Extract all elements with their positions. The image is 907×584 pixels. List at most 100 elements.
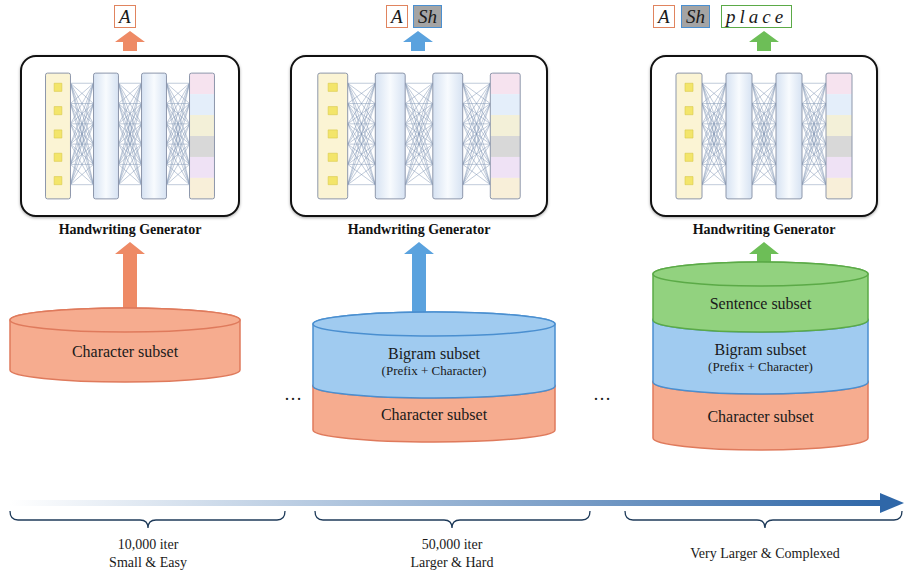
network-link [118, 104, 141, 185]
dataset-cylinder: Bigram subset(Prefix + Character) [313, 312, 555, 398]
network-link [405, 83, 433, 103]
network-link [166, 104, 189, 185]
network-link [70, 83, 93, 103]
network-link [802, 104, 826, 185]
network-link [802, 124, 826, 185]
input-unit [685, 107, 693, 115]
layer-stripe [826, 178, 852, 199]
stage-brace [315, 511, 590, 528]
cylinder-body [653, 308, 868, 394]
network-links [702, 83, 826, 184]
network-link [348, 83, 376, 184]
cylinder-text: Character subset [317, 398, 551, 430]
network-link [166, 83, 189, 84]
input-unit [328, 177, 337, 185]
network-link [463, 164, 491, 184]
network-link [405, 83, 433, 184]
network-link [802, 83, 826, 103]
layer-stripe [826, 94, 852, 115]
ellipsis-mark: … [284, 386, 302, 403]
network-link [348, 83, 376, 164]
subset-name: Bigram subset [388, 344, 480, 363]
network-link [405, 83, 433, 184]
network-link [348, 83, 376, 184]
network-link [802, 83, 826, 184]
network-link [702, 83, 726, 103]
cylinder-body [10, 308, 240, 382]
input-unit [54, 83, 62, 91]
cylinder-top [653, 370, 868, 394]
network-layer [433, 73, 463, 199]
network-link [405, 83, 433, 84]
network-link [166, 83, 189, 124]
network-link [802, 164, 826, 184]
network-link [118, 164, 141, 184]
network-link [70, 83, 93, 164]
network-link [405, 104, 433, 185]
network-link [70, 83, 93, 124]
layer-stripe [490, 136, 520, 157]
generator-box: Handwriting Generator [650, 55, 878, 241]
layer-stripe [490, 178, 520, 199]
network-link [166, 164, 189, 184]
network-link [348, 83, 376, 124]
network-links [348, 83, 491, 184]
network-link [752, 83, 776, 164]
network-link [348, 83, 376, 124]
layer-stripe [190, 73, 215, 94]
network-link [702, 124, 726, 185]
network-illustration [34, 65, 226, 207]
ellipsis-mark: … [593, 386, 611, 403]
network-link [802, 144, 826, 185]
generator-box: Handwriting Generator [290, 55, 548, 241]
cylinder-top [653, 262, 868, 286]
dataset-cylinder: Character subset [10, 308, 240, 382]
generator-caption: Handwriting Generator [20, 221, 240, 238]
generator-frame [290, 55, 548, 217]
network-link [802, 83, 826, 124]
network-link [463, 83, 491, 184]
network-link [702, 104, 726, 185]
network-link [702, 164, 726, 184]
input-unit [328, 107, 337, 115]
network-link [463, 124, 491, 185]
network-link [348, 144, 376, 185]
network-link [802, 83, 826, 103]
cylinder-top [10, 308, 240, 332]
network-layer [726, 73, 752, 199]
stage-note: 10,000 iter [118, 536, 179, 553]
network-link [802, 83, 826, 164]
network-link [463, 184, 491, 185]
network-layer [94, 73, 119, 199]
network-link [702, 83, 726, 164]
network-link [752, 144, 776, 185]
cylinder-top [313, 374, 555, 398]
network-link [70, 164, 93, 184]
network-link [463, 83, 491, 124]
network-link [463, 144, 491, 185]
layer-stripe [826, 157, 852, 178]
network-link [752, 164, 776, 184]
network-link [702, 164, 726, 184]
layer-stripe [490, 73, 520, 94]
layer-stripe [190, 115, 215, 136]
cylinder-text: Bigram subset(Prefix + Character) [657, 332, 864, 382]
network-link [405, 83, 433, 164]
subset-name: Bigram subset [715, 340, 807, 359]
input-unit [54, 177, 62, 185]
network-link [348, 104, 376, 185]
network-link [166, 164, 189, 184]
output-sample: place [721, 5, 792, 28]
network-link [70, 104, 93, 185]
subset-name: Character subset [72, 342, 178, 361]
network-link [348, 144, 376, 185]
network-link [70, 83, 93, 164]
network-link [166, 83, 189, 164]
cylinder-top [313, 312, 555, 336]
layer-stripe [826, 115, 852, 136]
network-link [348, 184, 376, 185]
network-link [348, 124, 376, 185]
network-link [752, 83, 776, 184]
network-link [405, 164, 433, 184]
network-link [405, 144, 433, 185]
